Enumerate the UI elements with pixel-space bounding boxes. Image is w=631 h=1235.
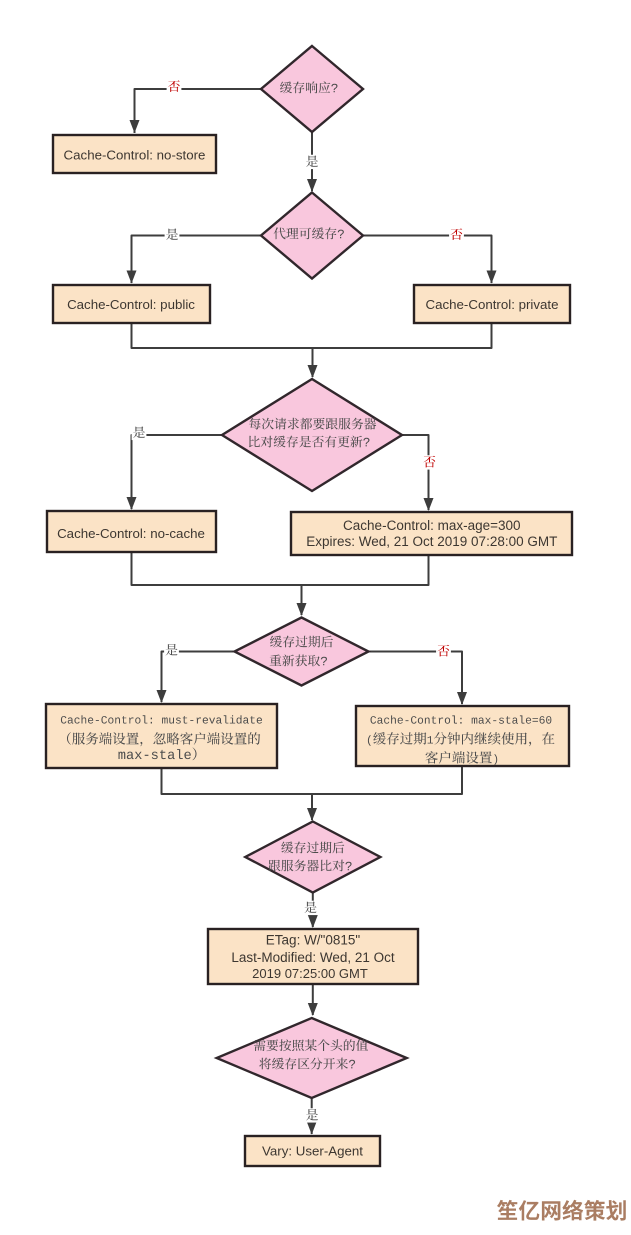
svg-text:Last-Modified: Wed, 21 Oct: Last-Modified: Wed, 21 Oct <box>231 950 395 965</box>
svg-text:Cache-Control: max-age=300: Cache-Control: max-age=300 <box>343 518 520 533</box>
svg-text:Expires: Wed, 21 Oct 2019 07:2: Expires: Wed, 21 Oct 2019 07:28:00 GMT <box>306 534 557 549</box>
svg-text:2019 07:25:00 GMT: 2019 07:25:00 GMT <box>252 966 368 981</box>
svg-text:Cache-Control: public: Cache-Control: public <box>67 297 195 312</box>
svg-text:Cache-Control: private: Cache-Control: private <box>425 297 558 312</box>
svg-text:Vary: User-Agent: Vary: User-Agent <box>262 1144 363 1159</box>
svg-text:Cache-Control: no-cache: Cache-Control: no-cache <box>57 526 205 541</box>
svg-text:ETag: W/"0815": ETag: W/"0815" <box>266 933 361 948</box>
svg-text:Cache-Control: no-store: Cache-Control: no-store <box>64 148 206 163</box>
